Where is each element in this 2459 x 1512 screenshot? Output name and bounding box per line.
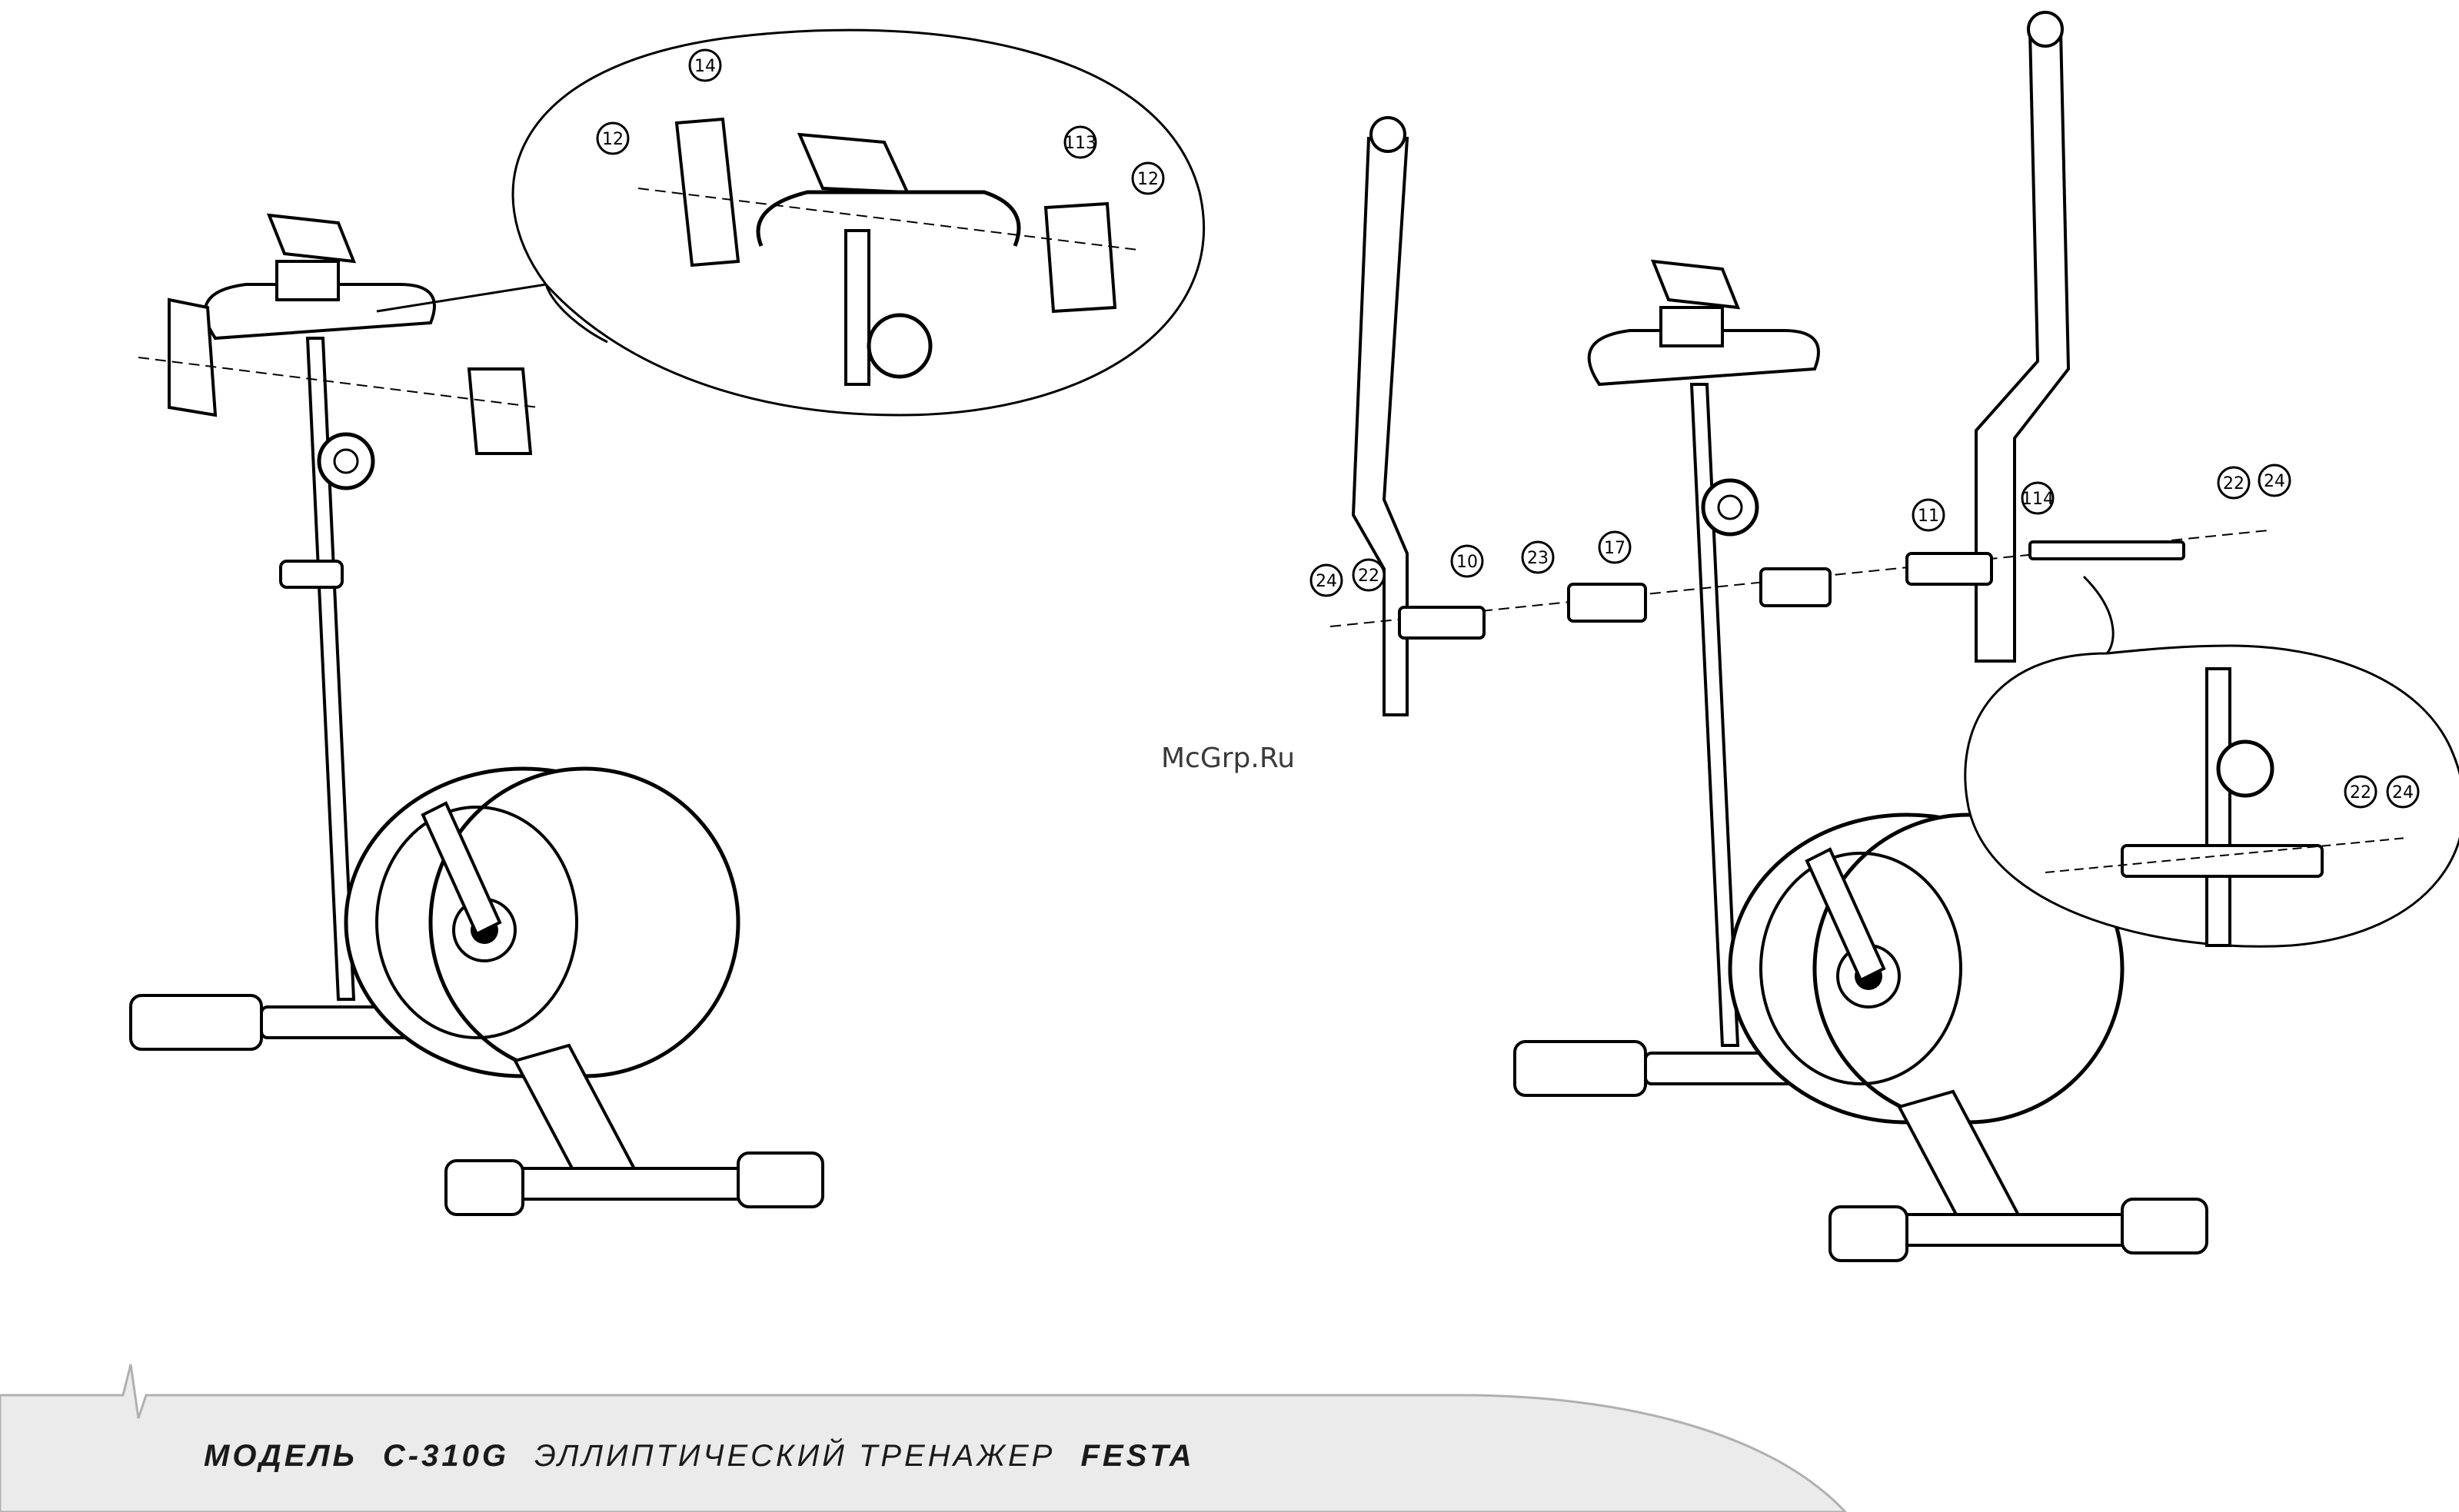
svg-text:14: 14 (694, 57, 716, 76)
svg-text:24: 24 (2264, 472, 2285, 491)
svg-text:МОДЕЛЬ C-310G ЭЛЛИ: МОДЕЛЬ C-310G ЭЛЛИПТИЧЕСКИЙ ТРЕНАЖЕР FES… (204, 1437, 1195, 1473)
svg-text:22: 22 (2350, 783, 2371, 803)
svg-text:11: 11 (1918, 507, 1939, 526)
footer-model-label: МОДЕЛЬ (204, 1439, 358, 1473)
svg-text:12: 12 (602, 130, 624, 149)
callout-14: 14 (690, 50, 720, 81)
watermark-text: McGrp.Ru (1161, 743, 1295, 774)
callout-10: 10 (1452, 546, 1482, 577)
callout-11: 11 (1913, 500, 1944, 530)
callout-24-inset: 24 (2387, 776, 2418, 807)
callout-22-left: 22 (1353, 560, 1384, 590)
svg-text:114: 114 (2021, 490, 2054, 509)
svg-text:12: 12 (1137, 170, 1159, 189)
footer-brand: FESTA (1080, 1439, 1194, 1473)
footer-band: МОДЕЛЬ C-310G ЭЛЛИПТИЧЕСКИЙ ТРЕНАЖЕР FES… (0, 1364, 1845, 1512)
svg-text:24: 24 (2392, 783, 2414, 803)
callout-113: 113 (1064, 127, 1096, 158)
svg-text:23: 23 (1527, 549, 1549, 568)
svg-text:22: 22 (2223, 474, 2244, 493)
callout-23: 23 (1522, 542, 1553, 573)
footer-product: ЭЛЛИПТИЧЕСКИЙ ТРЕНАЖЕР (534, 1437, 1055, 1473)
footer-model-code: C-310G (383, 1439, 509, 1473)
callout-114: 114 (2021, 483, 2054, 513)
svg-text:10: 10 (1456, 553, 1478, 572)
right-detail-inset (1965, 577, 2459, 946)
left-detail-inset (377, 30, 1204, 415)
callout-24-left: 24 (1311, 565, 1342, 596)
callout-22-right: 22 (2218, 467, 2249, 498)
callout-17: 17 (1599, 532, 1630, 563)
callout-24-right: 24 (2259, 465, 2290, 496)
svg-text:113: 113 (1064, 134, 1096, 153)
svg-text:17: 17 (1604, 539, 1625, 558)
callout-12-right: 12 (1133, 163, 1163, 194)
callout-12-left: 12 (597, 123, 628, 154)
svg-text:22: 22 (1358, 567, 1379, 586)
svg-text:24: 24 (1316, 572, 1337, 591)
callout-22-inset: 22 (2345, 776, 2376, 807)
